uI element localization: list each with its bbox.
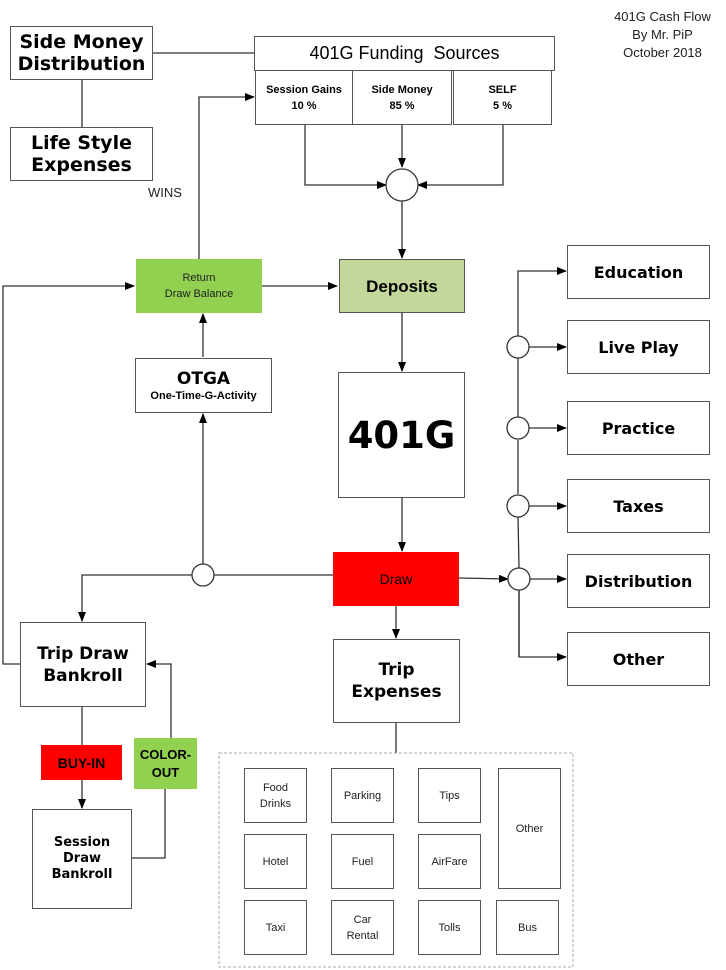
source-name: SELF	[488, 83, 517, 96]
connector-session-colorout	[132, 788, 166, 859]
connector-spine-upper	[517, 515, 520, 569]
funding-source-self: SELF 5 %	[453, 70, 552, 125]
trip-expense-group	[218, 752, 574, 968]
source-percent: 5 %	[493, 99, 512, 112]
source-percent: 10 %	[291, 99, 317, 112]
target-distribution: Distribution	[567, 554, 710, 608]
expense-parking: Parking	[331, 768, 394, 823]
funding-sources-header: 401G Funding Sources	[254, 36, 555, 71]
account-401g-box: 401G	[338, 372, 465, 498]
wins-label: WINS	[148, 185, 182, 200]
connector-tripdraw-return	[2, 282, 135, 665]
liveplay-junction	[506, 335, 530, 359]
lifestyle-expenses-box: Life Style Expenses	[10, 127, 153, 181]
return-draw-balance-box: Return Draw Balance	[136, 259, 262, 313]
title-line-3: October 2018	[623, 45, 702, 60]
connector-session-gains-merge	[304, 124, 387, 189]
side-money-distribution-box: Side Money Distribution	[10, 26, 153, 80]
draw-box: Draw	[333, 552, 459, 606]
connector-wins	[198, 93, 255, 259]
title-line-2: By Mr. PiP	[632, 27, 693, 42]
connector-junction-tripdraw	[78, 574, 192, 622]
color-out-box: COLOR- OUT	[134, 738, 197, 789]
title-block: 401G Cash Flow By Mr. PiP October 2018	[605, 8, 720, 62]
session-draw-bankroll-box: Session Draw Bankroll	[32, 809, 132, 909]
funding-source-side-money: Side Money 85 %	[352, 70, 452, 125]
connector-self-merge	[417, 124, 504, 189]
connector-draw-dist	[458, 574, 509, 583]
taxes-junction	[506, 494, 530, 518]
distribution-junction	[507, 567, 531, 591]
expense-airfare: AirFare	[418, 834, 481, 889]
target-live-play: Live Play	[567, 320, 710, 374]
target-education: Education	[567, 245, 710, 299]
expense-hotel: Hotel	[244, 834, 307, 889]
target-other: Other	[567, 632, 710, 686]
otga-subtitle: One-Time-G-Activity	[150, 389, 257, 402]
expense-food-drinks: Food Drinks	[244, 768, 307, 823]
connector-to-other	[518, 590, 567, 661]
source-percent: 85 %	[389, 99, 415, 112]
buy-in-box: BUY-IN	[41, 745, 122, 780]
connector-colorout-tripdraw	[146, 660, 172, 738]
draw-split-junction	[191, 563, 215, 587]
funding-source-session-gains: Session Gains 10 %	[255, 70, 353, 125]
source-name: Side Money	[371, 83, 433, 96]
title-line-1: 401G Cash Flow	[614, 9, 711, 24]
trip-expenses-box: Trip Expenses	[333, 639, 460, 723]
expense-bus: Bus	[496, 900, 559, 955]
expense-tolls: Tolls	[418, 900, 481, 955]
target-taxes: Taxes	[567, 479, 710, 533]
otga-box: OTGA One-Time-G-Activity	[135, 358, 272, 413]
otga-title: OTGA	[176, 368, 231, 389]
practice-junction	[506, 416, 530, 440]
connector-spine-top	[517, 267, 567, 336]
expense-fuel: Fuel	[331, 834, 394, 889]
expense-tips: Tips	[418, 768, 481, 823]
expense-car-rental: Car Rental	[331, 900, 394, 955]
expense-other: Other	[498, 768, 561, 889]
trip-draw-bankroll-box: Trip Draw Bankroll	[20, 622, 146, 707]
target-practice: Practice	[567, 401, 710, 455]
deposits-box: Deposits	[339, 259, 465, 313]
expense-taxi: Taxi	[244, 900, 307, 955]
merge-junction	[385, 168, 419, 202]
source-name: Session Gains	[266, 83, 342, 96]
